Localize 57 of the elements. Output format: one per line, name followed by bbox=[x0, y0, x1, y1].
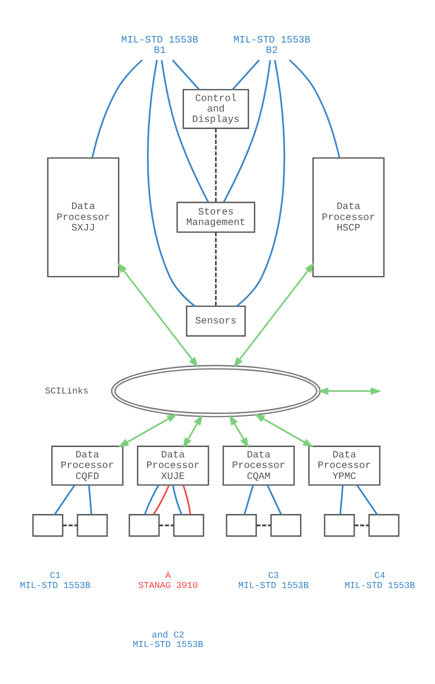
node-box: Stores Management bbox=[176, 201, 256, 232]
node-box: Data Processor HSCP bbox=[312, 156, 385, 277]
connector bbox=[147, 59, 196, 306]
connector bbox=[54, 484, 76, 514]
connector bbox=[236, 59, 286, 306]
connector bbox=[159, 524, 174, 526]
connector bbox=[215, 232, 217, 306]
node-box bbox=[76, 514, 108, 536]
arrow bbox=[254, 413, 314, 447]
connector bbox=[144, 484, 160, 514]
connector bbox=[354, 524, 369, 526]
node-box: Data Processor XUJE bbox=[136, 445, 210, 486]
connector bbox=[182, 484, 192, 514]
connector bbox=[339, 484, 344, 514]
node-box bbox=[32, 514, 64, 536]
node-box bbox=[173, 514, 204, 536]
label: and C2 MIL-STD 1553B bbox=[132, 628, 204, 650]
connector bbox=[91, 58, 143, 158]
arrow bbox=[229, 414, 249, 448]
connector bbox=[152, 484, 170, 514]
connector bbox=[244, 484, 254, 514]
node-box: Data Processor SXJJ bbox=[47, 156, 120, 277]
node-box: Sensors bbox=[186, 305, 246, 336]
connector bbox=[62, 524, 78, 526]
node-text: MIL-STD 1553B B1 bbox=[121, 34, 198, 56]
arrow bbox=[118, 413, 178, 447]
label: C3 MIL-STD 1553B bbox=[238, 569, 309, 590]
connector bbox=[222, 60, 272, 202]
arrow bbox=[318, 386, 382, 394]
node-box: Control and Displays bbox=[182, 88, 250, 128]
connector bbox=[172, 59, 200, 90]
node-box bbox=[270, 514, 302, 536]
node-box bbox=[368, 514, 400, 536]
connector bbox=[160, 60, 209, 202]
node-box: Data Processor YPMC bbox=[308, 445, 380, 486]
label: A STANAG 3910 bbox=[138, 569, 198, 590]
node-box bbox=[324, 514, 355, 536]
connector bbox=[88, 484, 92, 514]
connector bbox=[266, 484, 282, 514]
node-box: Data Processor CQAM bbox=[222, 445, 295, 486]
node-box bbox=[226, 514, 257, 536]
arrow bbox=[117, 262, 199, 368]
node-ring bbox=[110, 364, 321, 417]
connector bbox=[288, 58, 340, 158]
connector bbox=[256, 524, 271, 526]
arrow bbox=[182, 414, 203, 448]
connector bbox=[172, 484, 182, 514]
arrow bbox=[233, 262, 314, 368]
label: C1 MIL-STD 1553B bbox=[20, 569, 91, 590]
node-label: SCILinks bbox=[45, 384, 88, 396]
connector bbox=[356, 484, 378, 514]
node-box: Data Processor CQFD bbox=[51, 445, 124, 486]
connector bbox=[215, 128, 217, 202]
node-text: MIL-STD 1553B B2 bbox=[233, 34, 310, 56]
node-box bbox=[128, 514, 160, 536]
connector bbox=[232, 59, 260, 90]
label: C4 MIL-STD 1553B bbox=[344, 569, 416, 590]
